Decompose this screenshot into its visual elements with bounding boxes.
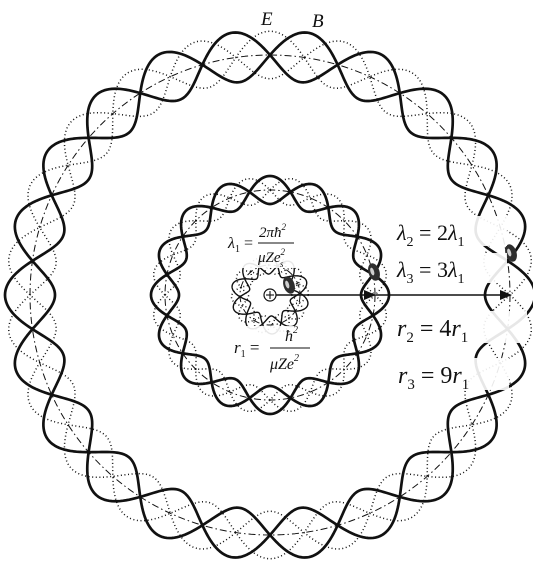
formula-r3: r3 = 9r1 <box>397 358 509 393</box>
label-b: B <box>312 11 324 32</box>
formula-r2: r2 = 4r1 <box>395 311 527 346</box>
formula-lambda3: λ3 = 3λ1 <box>395 253 507 287</box>
nucleus <box>264 289 276 301</box>
formula-r1: r1 = ħ2 μZe2 <box>232 325 312 376</box>
label-e: E <box>260 9 273 30</box>
formula-r1-lhs: r1 = <box>234 338 259 360</box>
radius-arrow-r2-head <box>364 290 376 300</box>
formula-lambda2: λ2 = 2λ1 <box>395 216 507 250</box>
